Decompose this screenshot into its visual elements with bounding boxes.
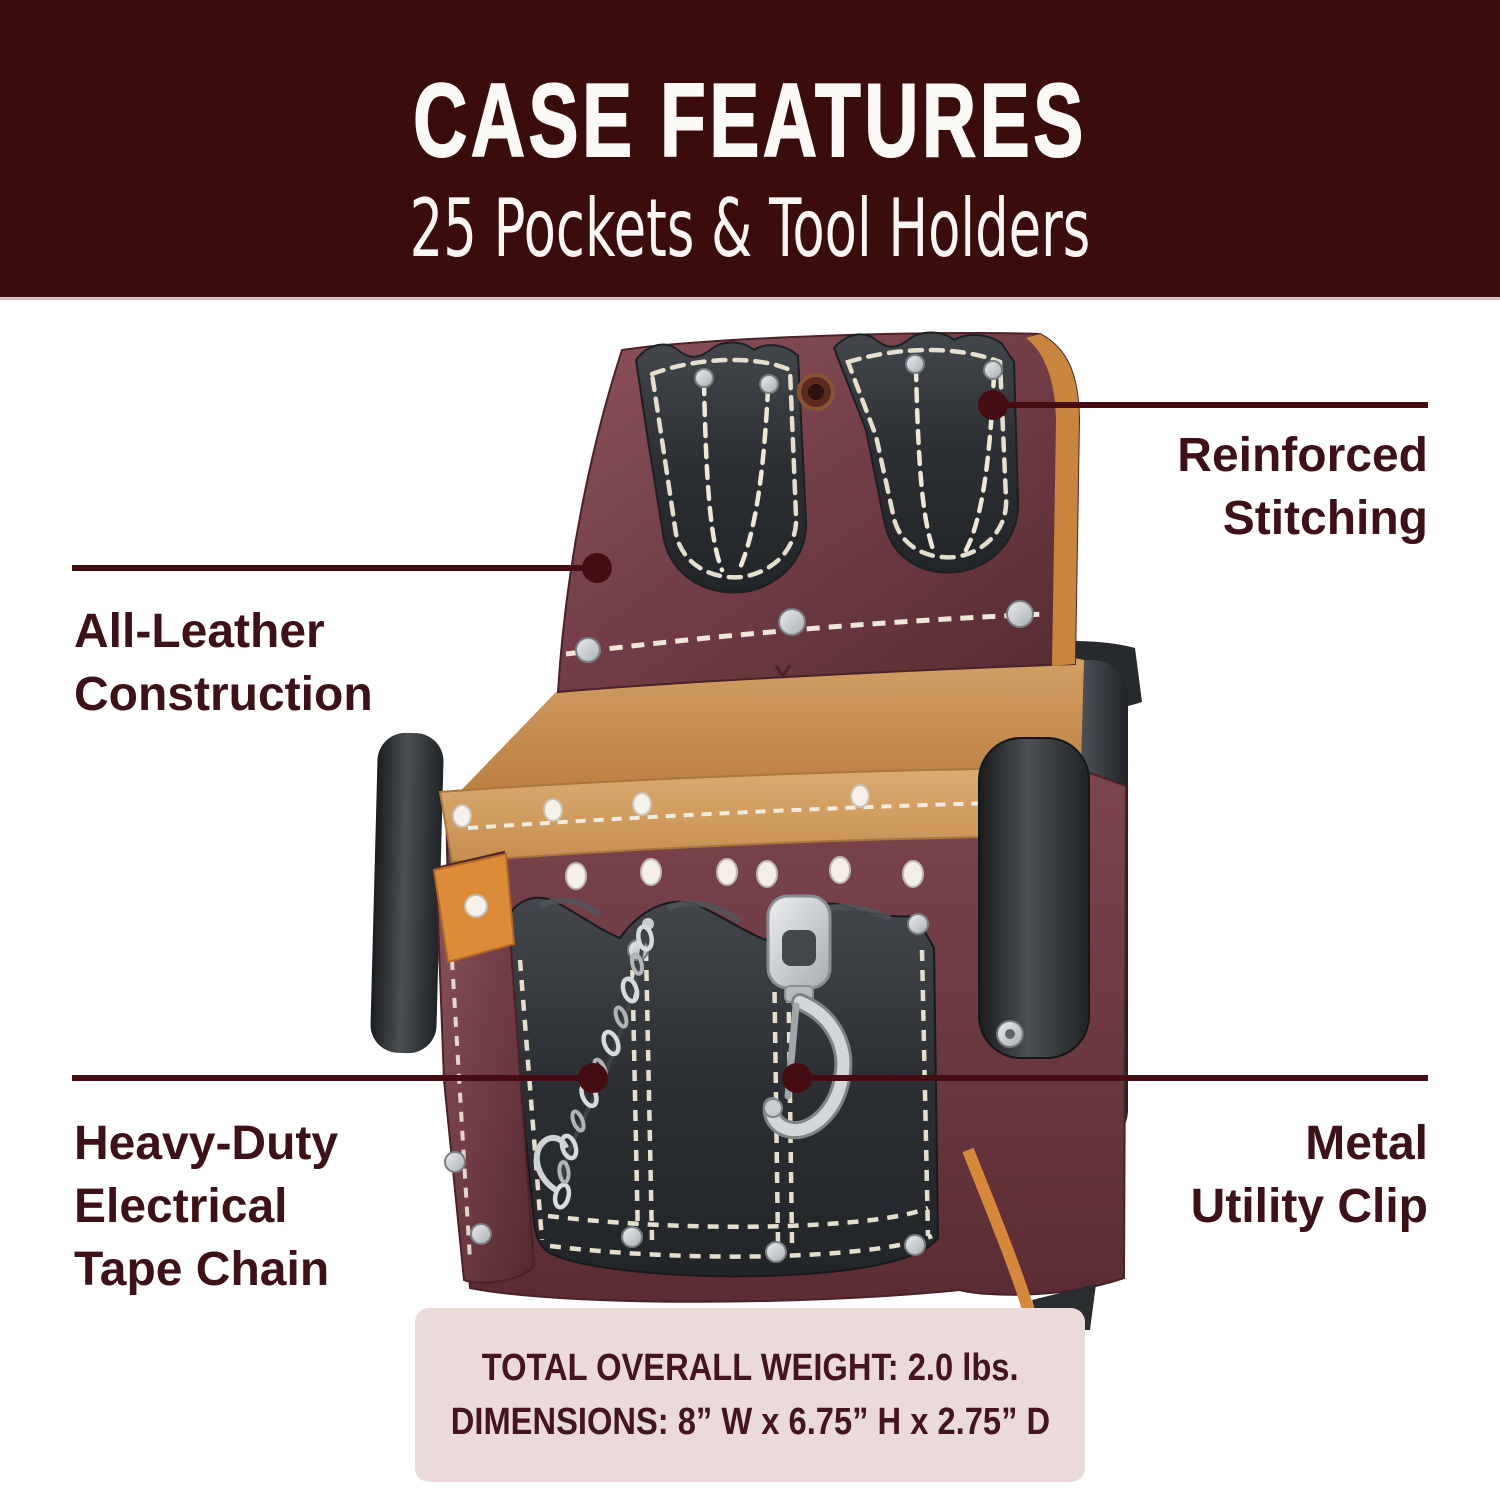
metal-utility-clip	[762, 894, 853, 1140]
callout-all-leather-construction: All-Leather Construction	[74, 600, 373, 726]
flap-edge-fold	[1026, 334, 1079, 666]
callout-text-line: Construction	[74, 668, 373, 721]
page-subtitle: 25 Pockets & Tool Holders	[409, 182, 1091, 275]
front-tool-pockets	[504, 896, 940, 1278]
rivet-row	[565, 856, 1061, 893]
header-band	[0, 0, 1500, 297]
flap-stitch-row	[565, 600, 1047, 679]
callout-tape-chain: Heavy-Duty Electrical Tape Chain	[74, 1112, 338, 1301]
callout-text-line: Metal	[1305, 1117, 1428, 1170]
callout-line-all-leather	[72, 553, 612, 583]
left-side-panel	[432, 850, 536, 1284]
right-front-tube	[978, 737, 1090, 1059]
callout-text-line: Utility Clip	[1190, 1180, 1428, 1233]
callout-text-line: Electrical	[74, 1180, 288, 1233]
left-tool-strap	[370, 732, 444, 1054]
callout-text-line: Heavy-Duty	[74, 1117, 339, 1170]
spec-dimensions: DIMENSIONS: 8” W x 6.75” H x 2.75” D	[450, 1401, 1050, 1443]
top-tool-pockets	[634, 331, 1020, 594]
tan-back-panel	[446, 652, 1084, 806]
bottom-edge-trim	[962, 1147, 1036, 1318]
header-edge-line	[0, 297, 1500, 300]
page-title: CASE FEATURES	[412, 62, 1087, 180]
callout-lines	[72, 390, 1428, 1093]
callout-line-utility-clip	[782, 1063, 1428, 1093]
spec-box: TOTAL OVERALL WEIGHT: 2.0 lbs. DIMENSION…	[415, 1308, 1085, 1482]
callout-reinforced-stitching: Reinforced Stitching	[1177, 424, 1428, 550]
callout-metal-utility-clip: Metal Utility Clip	[1191, 1112, 1428, 1238]
grommet-hole	[797, 373, 835, 411]
tape-chain	[533, 918, 654, 1210]
callout-text-line: Reinforced	[1177, 429, 1428, 482]
spec-weight: TOTAL OVERALL WEIGHT: 2.0 lbs.	[481, 1347, 1019, 1389]
callout-text-line: Stitching	[1222, 492, 1428, 545]
callout-text-line: Tape Chain	[74, 1243, 330, 1296]
callout-text-line: All-Leather	[74, 605, 325, 658]
callout-line-reinforced-stitching	[978, 390, 1428, 420]
callout-line-tape-chain	[72, 1063, 608, 1093]
